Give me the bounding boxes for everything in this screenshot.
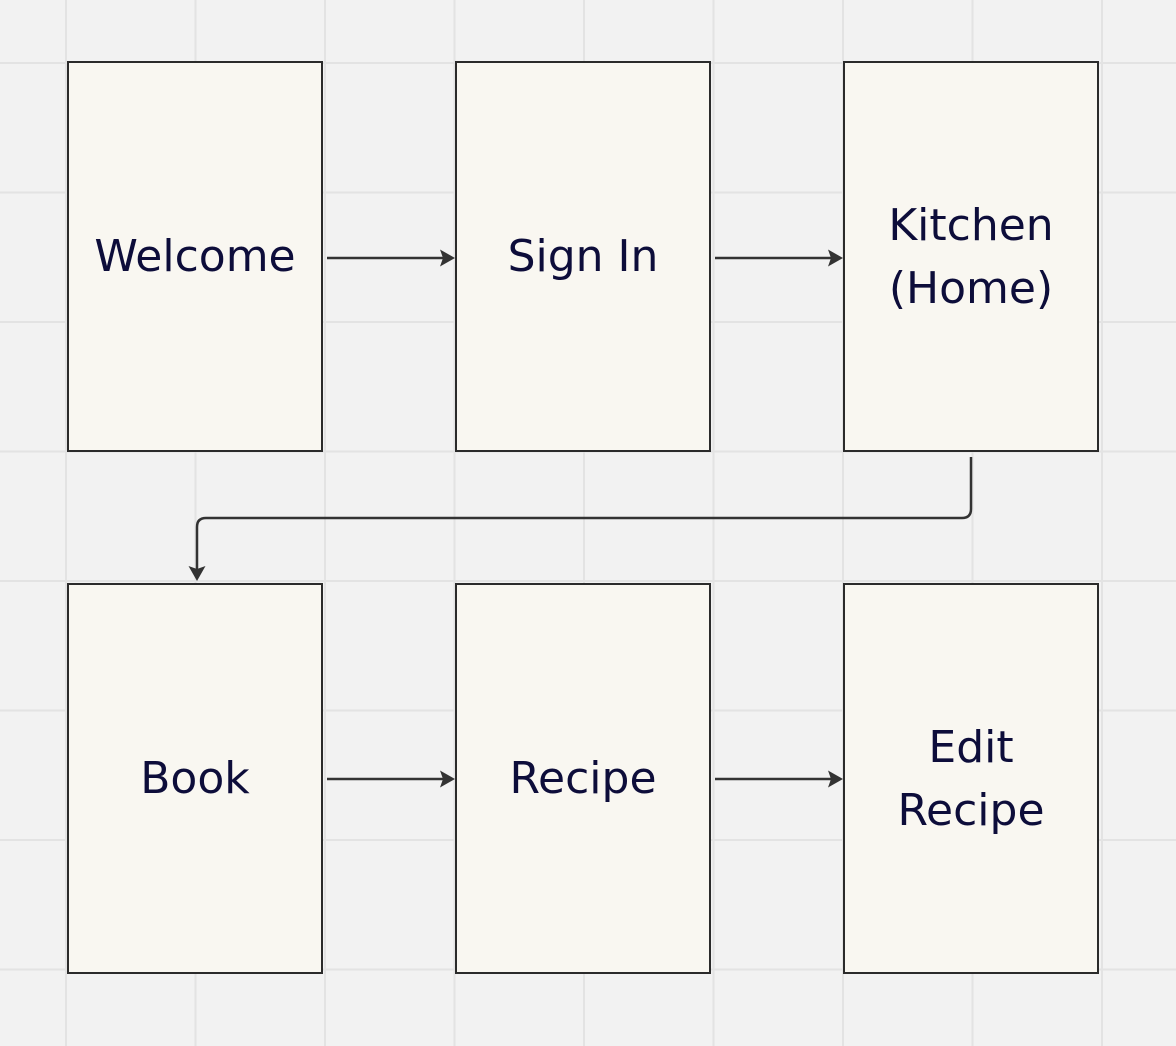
node-book[interactable]: Book	[67, 583, 323, 974]
node-label-welcome: Welcome	[94, 231, 296, 282]
edge-kitchen-to-book[interactable]	[188, 457, 973, 581]
node-recipe[interactable]: Recipe	[455, 583, 711, 974]
node-sign-in[interactable]: Sign In	[455, 61, 711, 452]
node-edit-recipe[interactable]: Edit Recipe	[843, 583, 1099, 974]
edge-welcome-to-signin[interactable]	[327, 249, 455, 267]
node-welcome[interactable]: Welcome	[67, 61, 323, 452]
node-label-book: Book	[140, 753, 250, 804]
edge-signin-to-kitchen[interactable]	[715, 249, 843, 267]
node-label-kitchen-home: Kitchen (Home)	[888, 199, 1054, 314]
node-label-sign-in: Sign In	[507, 231, 659, 282]
edge-book-to-recipe[interactable]	[327, 770, 455, 788]
node-label-edit-recipe: Edit Recipe	[897, 721, 1045, 836]
node-label-recipe: Recipe	[509, 753, 657, 804]
edge-recipe-to-edit[interactable]	[715, 770, 843, 788]
node-kitchen-home[interactable]: Kitchen (Home)	[843, 61, 1099, 452]
